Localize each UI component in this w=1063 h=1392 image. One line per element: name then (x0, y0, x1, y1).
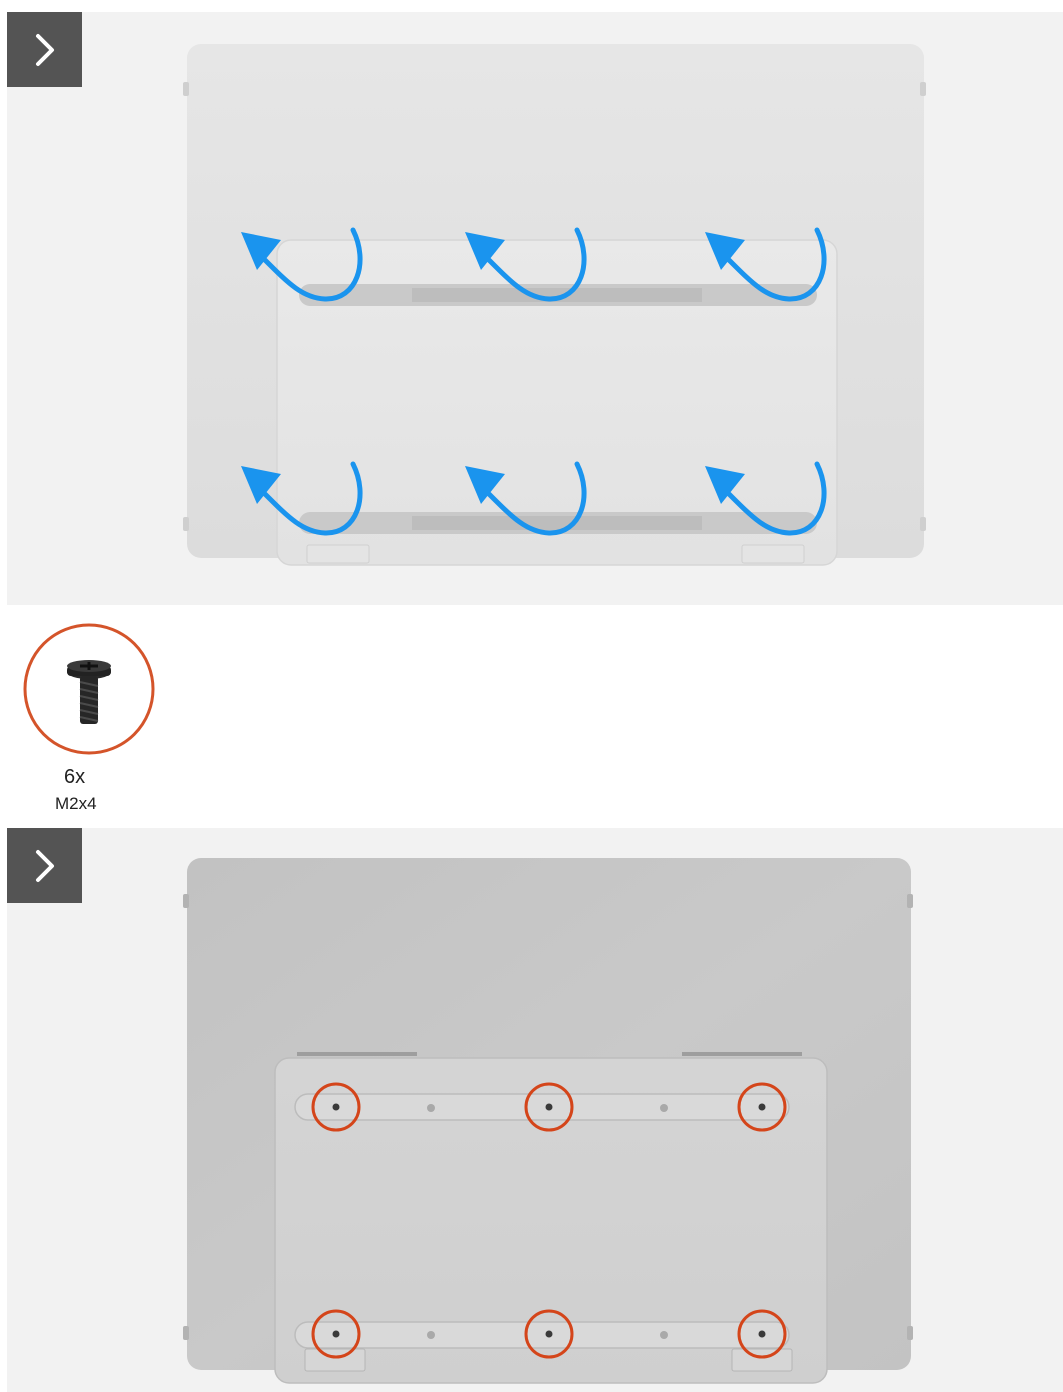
step-1-panel (7, 12, 1063, 605)
bottom-rail (295, 1322, 789, 1348)
screw-callout (22, 622, 156, 756)
screw-size-label: M2x4 (55, 794, 97, 814)
screw-icon (22, 622, 156, 756)
screw-count-label: 6x (64, 766, 85, 788)
monitor-back-illustration-top (7, 12, 1063, 605)
monitor-back-illustration-bottom (7, 828, 1063, 1392)
chevron-right-icon (30, 846, 60, 886)
step-2-panel (7, 828, 1063, 1392)
next-step-button[interactable] (7, 12, 82, 87)
top-rail (295, 1094, 789, 1120)
chevron-right-icon (30, 30, 60, 70)
next-step-button[interactable] (7, 828, 82, 903)
